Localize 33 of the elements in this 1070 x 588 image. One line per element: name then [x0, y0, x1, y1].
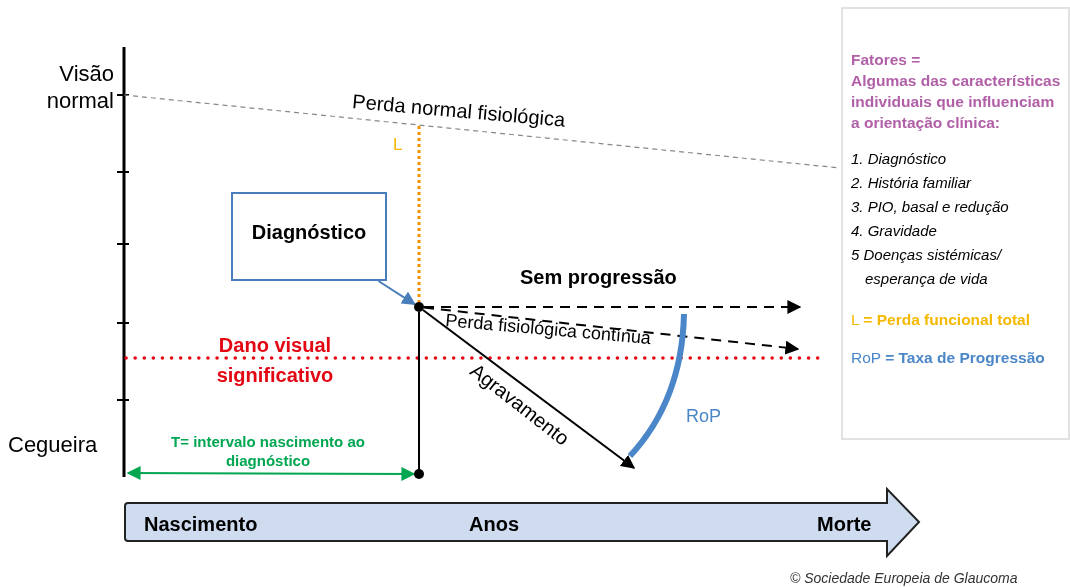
arc-label: RoP — [686, 405, 721, 428]
axis-label: Perda normal fisiológica — [351, 89, 568, 133]
axis-label: © Sociedade Europeia de Glaucoma — [790, 569, 1019, 588]
point-marker — [414, 469, 424, 479]
factor-item: 3. PIO, basal e redução — [851, 197, 1010, 217]
factor-item: 1. Diagnóstico — [851, 149, 948, 169]
edge-label: T= intervalo nascimento ao diagnóstico — [170, 432, 366, 470]
box-label: Diagnóstico — [251, 219, 367, 245]
arrow — [423, 300, 802, 314]
factor-item: 4. Gravidade — [851, 221, 938, 241]
edge-label: Perda fisiológica contínua — [444, 309, 653, 351]
factor-item: 5 Doenças sistémicas/ esperança de vida — [851, 245, 1004, 289]
timeline-arrow — [124, 487, 921, 558]
legend-panel — [841, 7, 1070, 440]
arrow — [377, 280, 416, 306]
legend-text: RoP = Taxa de Progressão — [851, 348, 1046, 368]
axis-label: Cegueira — [8, 431, 99, 459]
timeline-label: Nascimento — [144, 512, 258, 537]
factor-item: 2. História familiar — [851, 173, 973, 193]
axis-label: L — [393, 134, 404, 156]
timeline-label: Anos — [469, 512, 519, 537]
panel-heading: Fatores = — [851, 50, 922, 70]
legend-text: L = Perda funcional total — [851, 310, 1031, 330]
axis-label: Dano visual significativo — [215, 333, 335, 388]
point-marker — [414, 302, 424, 312]
panel-heading: Algumas das características individuais que influenciam a orientação clínica: — [851, 71, 1062, 133]
arrow — [126, 466, 416, 481]
timeline-label: Morte — [817, 512, 872, 537]
edge-label: Sem progressão — [520, 265, 678, 290]
axis-label: Visão normal — [45, 60, 114, 114]
arrow — [422, 309, 636, 469]
arrow — [422, 306, 800, 355]
process-box — [231, 192, 387, 281]
